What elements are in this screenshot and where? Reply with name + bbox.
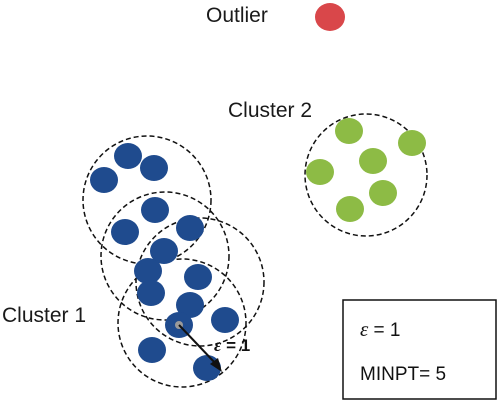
outlier-point <box>315 3 345 31</box>
epsilon-radius-value: = 1 <box>221 336 250 355</box>
cluster1-point <box>137 280 165 306</box>
legend-epsilon: ε = 1 <box>360 317 401 341</box>
cluster1-label: Cluster 1 <box>2 304 86 327</box>
cluster1-point <box>114 143 142 169</box>
legend-minpt: MINPT= 5 <box>360 364 446 385</box>
cluster2-point <box>336 196 364 222</box>
epsilon-arrowhead <box>210 358 222 372</box>
cluster2-points <box>306 118 426 222</box>
cluster1-point <box>111 219 139 245</box>
cluster1-point <box>134 258 162 284</box>
outlier-label: Outlier <box>206 4 268 27</box>
cluster1-neighborhood-circle <box>100 191 230 321</box>
epsilon-radius-label: ε = 1 <box>214 335 250 355</box>
epsilon-radius-arrow <box>178 324 218 366</box>
legend-box <box>342 299 497 400</box>
cluster2-neighborhood-circle <box>304 113 428 237</box>
cluster2-point <box>398 130 426 156</box>
cluster1-point <box>150 238 178 264</box>
cluster1-point <box>211 307 239 333</box>
cluster1-point <box>176 292 204 318</box>
cluster1-point <box>140 155 168 181</box>
cluster1-neighborhood-circle <box>117 258 247 388</box>
epsilon-radius-symbol: ε <box>214 335 222 355</box>
legend-epsilon-symbol: ε <box>360 317 369 341</box>
parameter-legend: ε = 1 MINPT= 5 <box>342 299 497 400</box>
cluster2-point <box>335 118 363 144</box>
cluster2-point <box>359 148 387 174</box>
cluster2-label: Cluster 2 <box>228 99 312 122</box>
cluster1-point <box>184 264 212 290</box>
cluster2-point <box>306 159 334 185</box>
cluster1-point <box>138 337 166 363</box>
legend-epsilon-value: = 1 <box>368 320 400 341</box>
cluster2-point <box>369 180 397 206</box>
cluster1-point <box>176 215 204 241</box>
cluster1-point <box>90 167 118 193</box>
cluster1-point <box>141 197 169 223</box>
